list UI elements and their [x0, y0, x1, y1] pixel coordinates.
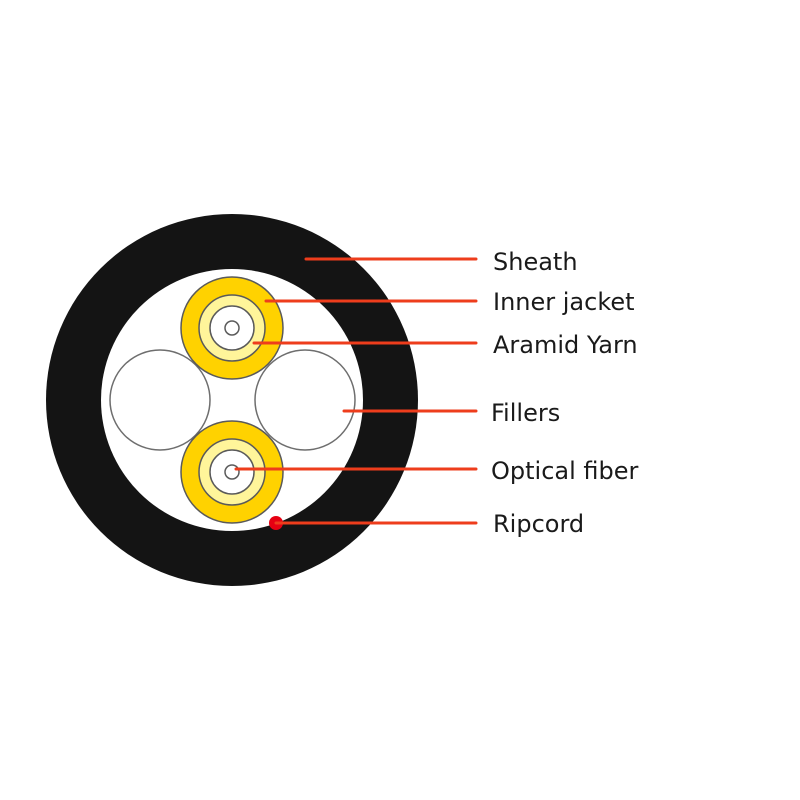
cable-core [101, 269, 363, 531]
label-ripcord: Ripcord [493, 510, 584, 538]
filler-right [254, 349, 356, 451]
label-fillers: Fillers [491, 399, 560, 427]
fiber-unit-top [180, 276, 284, 380]
label-optical-fiber: Optical fiber [491, 457, 639, 485]
label-aramid-yarn: Aramid Yarn [493, 331, 638, 359]
fiber-unit-bottom [180, 420, 284, 524]
label-inner-jacket: Inner jacket [493, 288, 635, 316]
filler-left [109, 349, 211, 451]
label-sheath: Sheath [493, 248, 578, 276]
fiber-core-bottom [224, 464, 240, 480]
fiber-core-top [224, 320, 240, 336]
